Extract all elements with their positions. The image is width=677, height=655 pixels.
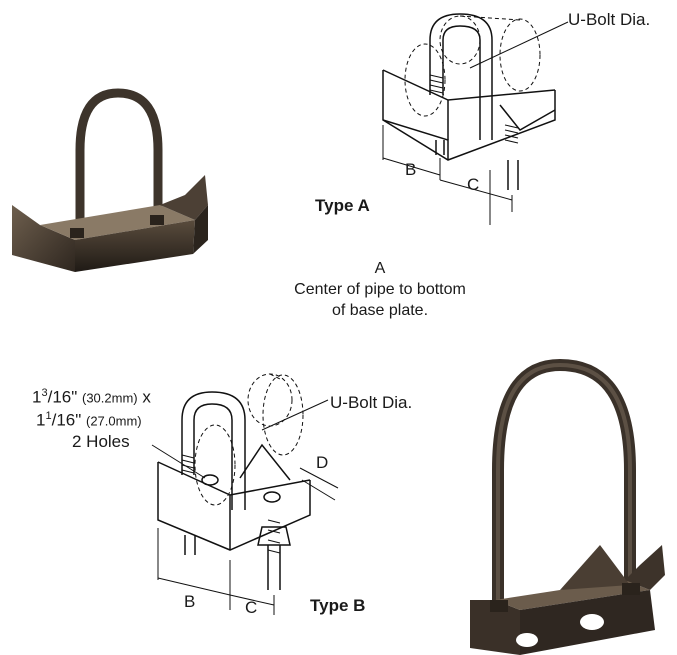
dimension-a-line2: of base plate. <box>331 302 429 319</box>
type-b-title: Type B <box>310 596 366 615</box>
dimension-a-letter: A <box>374 260 386 277</box>
type-b-holes-line1: 13/16" (30.2mm) x <box>32 387 151 407</box>
type-b-dim-c: C <box>245 598 258 617</box>
type-b-holes-line2: 11/16" (27.0mm) <box>36 410 142 430</box>
dimension-a-note: A Center of pipe to bottom of base plate… <box>250 258 510 321</box>
type-b-holes-count: 2 Holes <box>72 432 130 451</box>
type-b-dim-d: D <box>316 453 329 472</box>
type-a-dim-b: B <box>405 160 417 179</box>
type-a-dim-c: C <box>467 175 480 194</box>
type-b-dim-b: B <box>184 592 196 611</box>
type-a-ubolt-label: U-Bolt Dia. <box>568 10 651 29</box>
type-b-ubolt-label: U-Bolt Dia. <box>330 393 413 412</box>
dimension-a-line1: Center of pipe to bottom <box>294 281 466 298</box>
type-a-title: Type A <box>315 196 370 215</box>
